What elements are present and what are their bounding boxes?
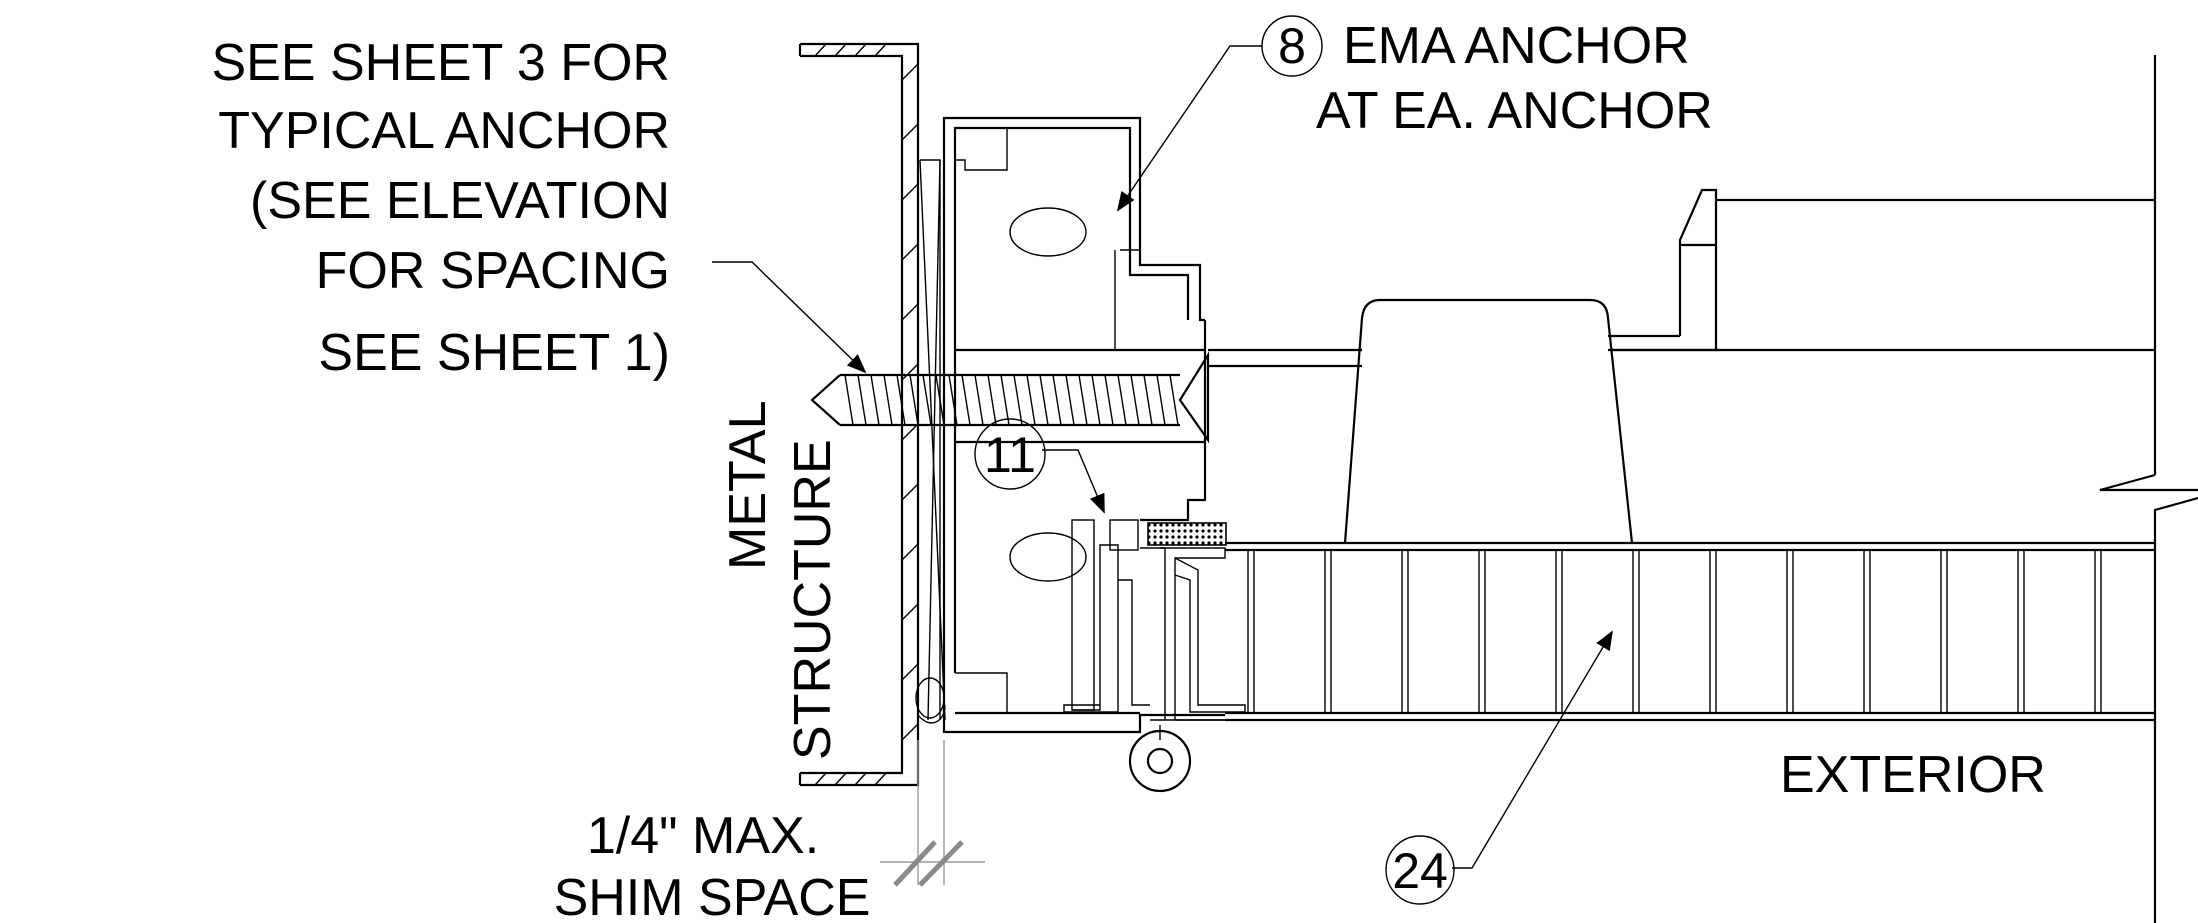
callout-seal: 11: [974, 418, 1046, 490]
anchor-note-line-3: (SEE ELEVATION: [250, 172, 670, 230]
screw-thread: [883, 374, 893, 426]
shim-label-line-1: 1/4" MAX.: [587, 807, 819, 865]
screw-thread: [974, 374, 984, 426]
anchor-note: SEE SHEET 3 FOR TYPICAL ANCHOR (SEE ELEV…: [211, 34, 670, 382]
anchor-note-line-5: SEE SHEET 1): [318, 324, 670, 382]
metal-structure-channel: [798, 42, 920, 787]
screw-thread: [1104, 374, 1114, 426]
anchor-note-line-2: TYPICAL ANCHOR: [218, 102, 670, 160]
screw-thread: [1156, 374, 1166, 426]
screw-thread: [1026, 374, 1036, 426]
screw-thread: [1117, 374, 1127, 426]
screw-thread: [987, 374, 997, 426]
callout-glazing-number: 24: [1392, 843, 1448, 899]
screw-thread: [961, 374, 971, 426]
callout-seal-number: 11: [984, 427, 1036, 483]
screw-thread: [870, 374, 880, 426]
exterior-label: EXTERIOR: [1780, 746, 2046, 804]
anchor-note-line-1: SEE SHEET 3 FOR: [211, 34, 670, 92]
screw-thread: [922, 374, 932, 426]
screw-thread: [1143, 374, 1153, 426]
screw-thread: [1078, 374, 1088, 426]
metal-structure-line-1: METAL: [719, 400, 777, 570]
screw-thread: [896, 374, 906, 426]
anchor-screw: [810, 351, 1210, 444]
glazing-panel: [1225, 541, 2155, 722]
screw-thread: [1039, 374, 1049, 426]
leader-lines: [712, 45, 1613, 869]
shim-label: 1/4" MAX. SHIM SPACE: [554, 807, 871, 923]
callout-ema-number: 8: [1278, 18, 1306, 74]
metal-structure-line-2: STRUCTURE: [784, 439, 842, 760]
screw-thread: [1013, 374, 1023, 426]
shim-label-line-2: SHIM SPACE: [554, 869, 871, 923]
sash-profile: [1208, 188, 2155, 544]
shim-dimension: [880, 740, 985, 887]
screw-thread: [844, 374, 854, 426]
screw-thread: [935, 374, 945, 426]
ema-anchor-line-2: AT EA. ANCHOR: [1316, 82, 1713, 140]
screw-thread: [1065, 374, 1075, 426]
glazing-gaskets: [1128, 522, 1246, 793]
shim-sealant: [915, 159, 946, 724]
screw-thread: [1000, 374, 1010, 426]
screw-thread: [1091, 374, 1101, 426]
screw-thread: [857, 374, 867, 426]
screw-thread: [909, 374, 919, 426]
screw-thread: [948, 374, 958, 426]
metal-structure-label: STRUCTURE METAL: [719, 400, 842, 760]
ema-anchor-note: EMA ANCHOR AT EA. ANCHOR: [1316, 17, 1713, 140]
ema-anchor-line-1: EMA ANCHOR: [1343, 17, 1690, 75]
screw-thread: [1169, 374, 1179, 426]
anchor-note-line-4: FOR SPACING: [316, 242, 670, 300]
screw-thread: [1052, 374, 1062, 426]
callout-ema-anchor: 8: [1261, 15, 1323, 77]
right-wall: [2099, 55, 2198, 923]
screw-thread: [1130, 374, 1140, 426]
callout-glazing: 24: [1385, 835, 1455, 905]
